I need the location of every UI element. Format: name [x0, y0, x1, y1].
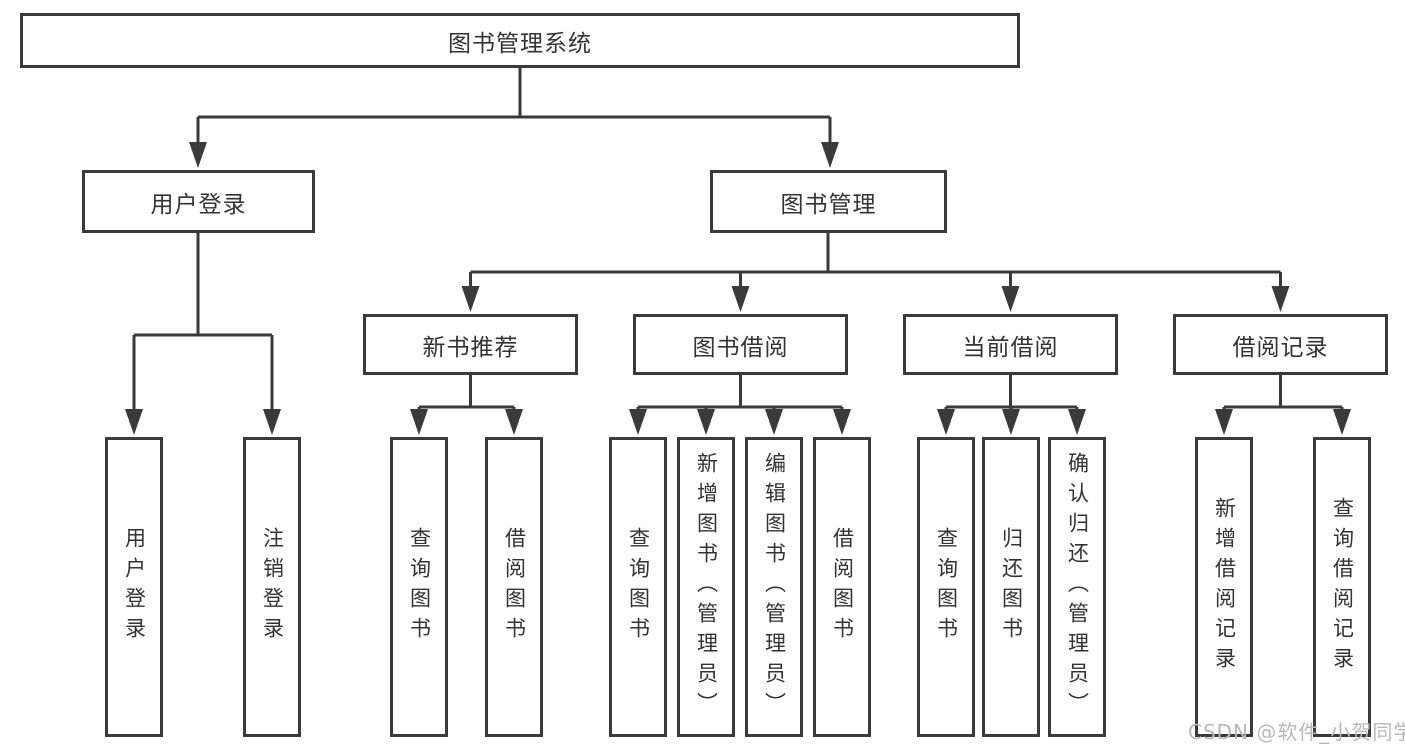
leaf-nbr-query-books: 查询图书: [390, 437, 448, 737]
leaf-cb-query-books-label: 查询图书: [934, 527, 959, 647]
leaf-user-login-label: 用户登录: [122, 527, 147, 647]
node-new-book-recommend-label: 新书推荐: [422, 334, 519, 361]
connector-userlogin-to-leaves: [125, 233, 281, 435]
leaf-bb-edit-books-admin: 编辑图书（管理员）: [745, 437, 803, 737]
leaf-br-query-record-label: 查询借阅记录: [1330, 497, 1355, 677]
leaf-cb-confirm-return-admin: 确认归还（管理员）: [1048, 437, 1106, 737]
connector-borrowrecords-to-leaves: [1215, 375, 1351, 435]
node-book-management: 图书管理: [710, 170, 947, 233]
leaf-user-login: 用户登录: [105, 437, 163, 737]
node-book-borrow-label: 图书借阅: [692, 334, 789, 361]
leaf-cb-return-books: 归还图书: [982, 437, 1040, 737]
node-book-borrow: 图书借阅: [633, 314, 848, 375]
connector-newbookrec-to-leaves: [410, 375, 523, 435]
leaf-bb-add-books-admin-label: 新增图书（管理员）: [694, 452, 719, 722]
leaf-bb-borrow-books: 借阅图书: [813, 437, 871, 737]
csdn-watermark: CSDN @软件_小贺同学: [1188, 720, 1405, 744]
node-borrow-records-label: 借阅记录: [1232, 334, 1329, 361]
leaf-nbr-query-books-label: 查询图书: [407, 527, 432, 647]
node-current-borrow-label: 当前借阅: [962, 334, 1059, 361]
node-borrow-records: 借阅记录: [1173, 314, 1388, 375]
node-current-borrow: 当前借阅: [903, 314, 1118, 375]
node-root-system-label: 图书管理系统: [448, 30, 592, 57]
leaf-bb-add-books-admin: 新增图书（管理员）: [677, 437, 735, 737]
leaf-cb-confirm-return-admin-label: 确认归还（管理员）: [1065, 452, 1090, 722]
leaf-bb-edit-books-admin-label: 编辑图书（管理员）: [762, 452, 787, 722]
leaf-br-query-record: 查询借阅记录: [1313, 437, 1371, 737]
connector-currentborrow-to-leaves: [937, 375, 1086, 435]
leaf-bb-query-books: 查询图书: [609, 437, 667, 737]
node-user-login-label: 用户登录: [150, 191, 247, 218]
leaf-nbr-borrow-books: 借阅图书: [485, 437, 543, 737]
leaf-logout: 注销登录: [243, 437, 301, 737]
leaf-cb-return-books-label: 归还图书: [999, 527, 1024, 647]
leaf-bb-borrow-books-label: 借阅图书: [830, 527, 855, 647]
connector-bookmgmt-to-level3: [461, 233, 1290, 312]
node-new-book-recommend: 新书推荐: [363, 314, 578, 375]
leaf-nbr-borrow-books-label: 借阅图书: [502, 527, 527, 647]
node-root-system: 图书管理系统: [20, 13, 1020, 68]
leaf-br-add-record-label: 新增借阅记录: [1212, 497, 1237, 677]
leaf-br-add-record: 新增借阅记录: [1195, 437, 1253, 737]
leaf-cb-query-books: 查询图书: [917, 437, 975, 737]
leaf-bb-query-books-label: 查询图书: [626, 527, 651, 647]
node-user-login: 用户登录: [82, 170, 315, 233]
node-book-management-label: 图书管理: [780, 191, 877, 218]
connector-bookborrow-to-leaves: [629, 375, 851, 435]
connector-root-to-level2: [189, 68, 839, 168]
leaf-logout-label: 注销登录: [260, 527, 285, 647]
